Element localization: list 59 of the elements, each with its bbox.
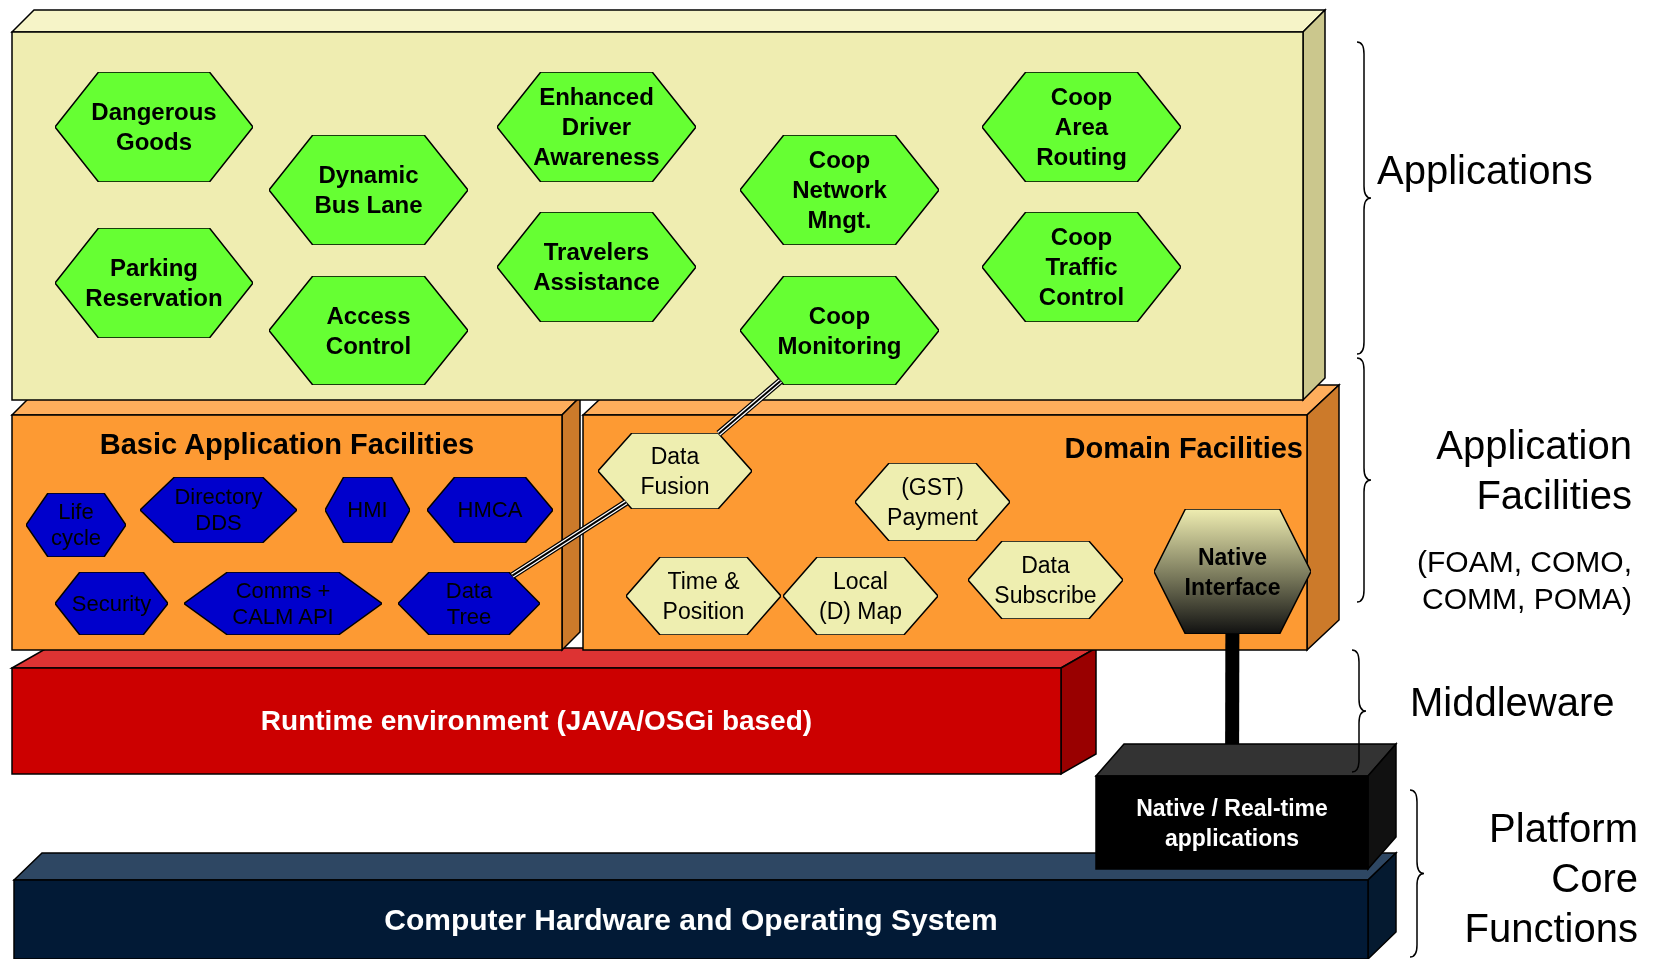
hexagon-node <box>783 557 938 635</box>
hexagon-node <box>140 477 297 543</box>
node-label: Enhanced Driver Awareness <box>532 82 661 172</box>
node-label: Native Interface <box>1183 542 1282 602</box>
hexagon-node <box>968 541 1123 619</box>
hexagon-node <box>982 72 1181 182</box>
hexagon-node <box>55 72 253 182</box>
hexagon-node <box>184 572 382 635</box>
node-label: Coop Traffic Control <box>1037 222 1126 312</box>
hexagon-node <box>626 557 781 635</box>
hexagon-node <box>855 463 1010 541</box>
node-label: Data Tree <box>444 577 494 630</box>
hexagon-node <box>398 572 540 635</box>
connector-bar <box>1225 633 1240 745</box>
hexagon-node <box>740 276 939 385</box>
hexagon-node <box>55 228 253 338</box>
node-label: Parking Reservation <box>84 253 224 313</box>
node-label: Life cycle <box>49 499 103 551</box>
hexagon-node <box>1154 509 1311 634</box>
hexagon-node <box>269 135 468 245</box>
hexagon-node <box>427 477 553 543</box>
triple-line-connector <box>716 378 783 437</box>
hexagon-node <box>325 477 410 543</box>
node-label: Time & Position <box>661 567 746 626</box>
node-label: Dynamic Bus Lane <box>313 160 424 220</box>
node-label: Directory DDS <box>173 484 264 536</box>
node-label: (GST) Payment <box>886 473 979 532</box>
hexagon-node <box>497 212 696 322</box>
node-label: Local (D) Map <box>817 567 904 626</box>
layer-title: Domain Facilities <box>1064 431 1303 466</box>
layer-title: Basic Application Facilities <box>99 427 475 462</box>
node-label: HMI <box>347 497 388 523</box>
hexagon-node <box>269 276 468 385</box>
layer-label: Applications <box>1377 147 1594 194</box>
layer-label: Platform Core Functions <box>1463 805 1638 952</box>
node-label: Coop Monitoring <box>776 300 903 361</box>
hexagon-node <box>55 572 168 635</box>
node-label: Dangerous Goods <box>90 97 218 157</box>
layer-title: Runtime environment (JAVA/OSGi based) <box>260 704 813 738</box>
node-label: Security <box>71 590 152 617</box>
hexagon-node <box>598 433 752 509</box>
layer-title: Computer Hardware and Operating System <box>384 902 998 938</box>
hexagon-node <box>982 212 1181 322</box>
node-label: Data Fusion <box>639 442 711 501</box>
hexagon-node <box>497 72 696 182</box>
node-label: Data Subscribe <box>993 551 1098 610</box>
node-label: Coop Area Routing <box>1035 82 1128 172</box>
layer-label: (FOAM, COMO, COMM, POMA) <box>1416 544 1632 617</box>
node-label: Access Control <box>324 300 413 361</box>
triple-line-connector <box>510 499 628 579</box>
hexagon-node <box>740 135 939 245</box>
layer-title: Native / Real-time applications <box>1135 793 1329 853</box>
node-label: Comms + CALM API <box>231 577 335 630</box>
hexagon-node <box>26 493 126 557</box>
layer-label: Middleware <box>1410 679 1616 726</box>
node-label: Coop Network Mngt. <box>791 145 888 235</box>
node-label: Travelers Assistance <box>532 237 661 297</box>
node-label: HMCA <box>457 497 523 523</box>
layer-label: Application Facilities <box>1435 422 1632 519</box>
